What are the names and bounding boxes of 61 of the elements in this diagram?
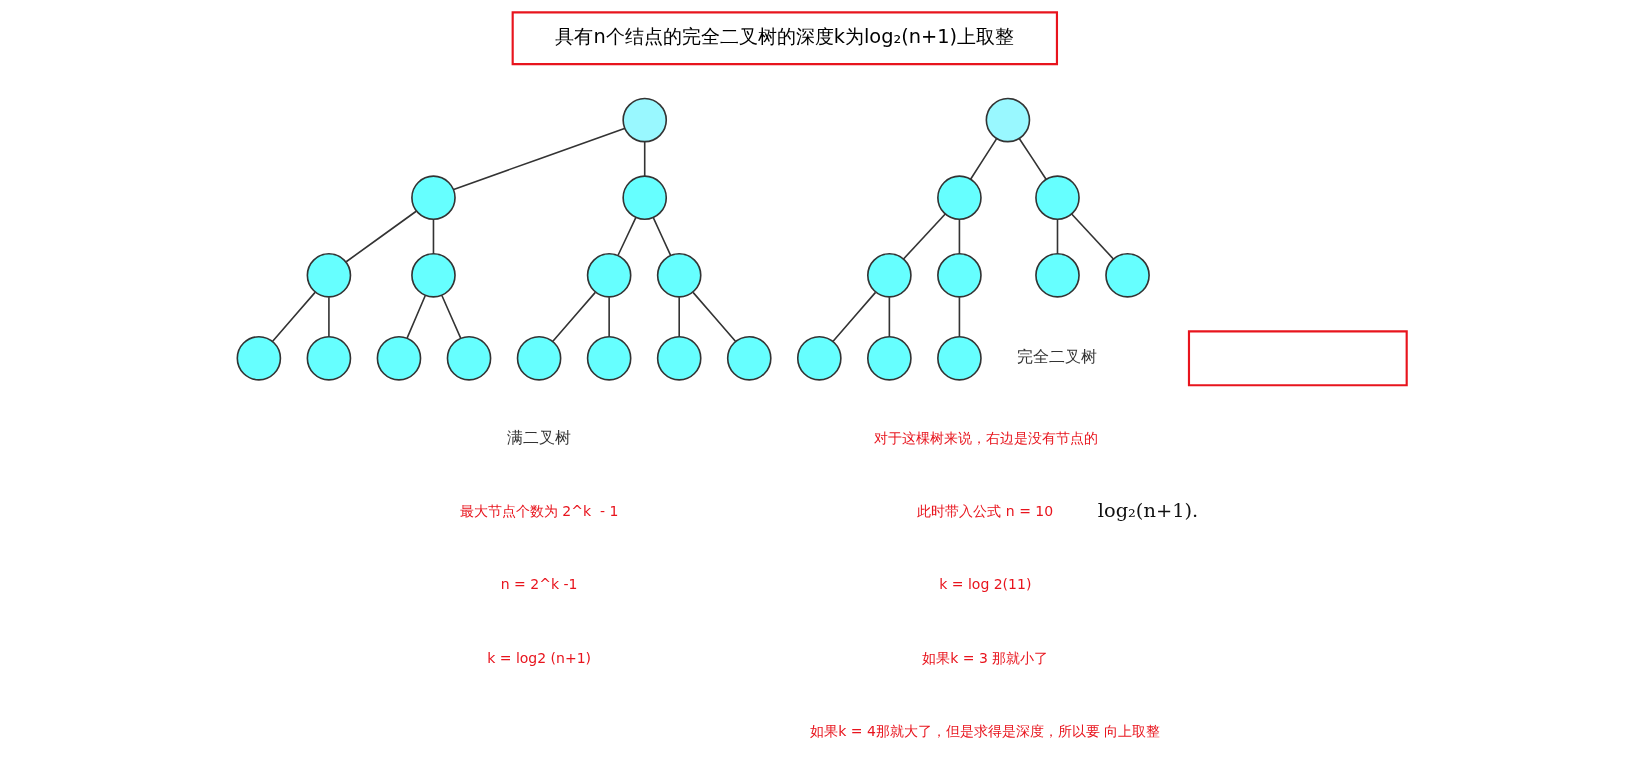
node-circle: [621, 175, 667, 221]
connector: [405, 294, 426, 339]
node-circle: [936, 175, 982, 221]
connector: [452, 127, 625, 191]
node-circle: [726, 335, 772, 381]
connector: [652, 217, 671, 257]
connector: [1018, 137, 1047, 181]
connector: [691, 291, 736, 343]
node-circle: [516, 335, 561, 381]
node-box: 具有n个结点的完全二叉树的深度k为log₂(n+1)上取整: [511, 11, 1058, 66]
node-circle: [1034, 252, 1080, 298]
label: 满二叉树: [506, 428, 571, 446]
connector: [432, 218, 434, 255]
connector: [888, 296, 890, 338]
node-circle: [1034, 175, 1080, 221]
connector: [677, 296, 680, 338]
connector: [551, 291, 596, 343]
connector: [958, 296, 960, 338]
label: k = log 2(11): [938, 576, 1031, 593]
node-circle: [936, 335, 982, 381]
label: 最大节点个数为 2^k - 1: [459, 503, 618, 520]
node-circle: [656, 335, 702, 381]
connector: [1070, 213, 1114, 260]
connector: [1056, 218, 1058, 255]
node-circle: [410, 252, 456, 298]
connector: [958, 218, 960, 255]
node-circle: [306, 335, 351, 381]
node-circle: [376, 335, 421, 381]
label: k = log2 (n+1): [486, 649, 591, 666]
label: n = 2^k -1: [500, 576, 577, 593]
connector: [271, 291, 316, 343]
node-circle: [985, 97, 1030, 143]
node-circle: [656, 252, 702, 298]
label: 完全二叉树: [1016, 348, 1097, 366]
node-circle: [446, 335, 491, 381]
label: 对于这棵树来说，右边是没有节点的: [873, 429, 1098, 446]
node-circle: [306, 252, 351, 298]
node-circle: [936, 252, 982, 298]
label: 此时带入公式 n = 10: [916, 503, 1053, 520]
node-box: [1187, 330, 1408, 387]
connector: [327, 296, 330, 338]
node-circle: [866, 335, 912, 381]
connector: [440, 294, 461, 339]
node-circle: [621, 97, 667, 143]
label: 如果k = 4那就大了，但是求得是深度，所以要 向上取整: [809, 722, 1160, 739]
node-circle: [1104, 252, 1150, 298]
label: log₂(n+1).: [1097, 499, 1198, 523]
connector: [902, 213, 946, 260]
node-circle: [410, 175, 456, 221]
label: 如果k = 3 那就小了: [921, 649, 1048, 666]
connector: [344, 210, 417, 263]
connector: [607, 296, 610, 338]
connector: [831, 291, 876, 343]
node-circle: [866, 252, 912, 298]
node-circle: [796, 335, 842, 381]
node-circle: [586, 335, 631, 381]
node-circle: [586, 252, 631, 298]
node-circle: [236, 335, 281, 381]
connector: [616, 216, 637, 257]
connector: [643, 141, 645, 177]
connector: [969, 137, 997, 181]
